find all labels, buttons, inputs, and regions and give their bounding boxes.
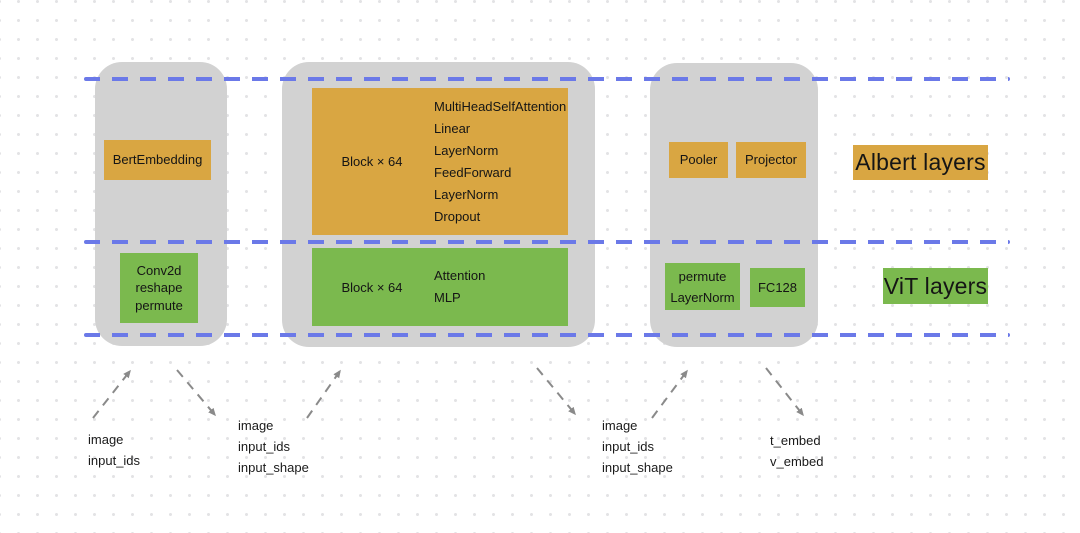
vit-layer-1: Attention [434,268,486,283]
vit-layers-legend: ViT layers [883,268,988,304]
io-label-encoder-inputs: image input_ids input_shape [238,415,309,478]
permute-line: permute [678,268,727,284]
albert-layer-1: MultiHeadSelfAttention [434,98,567,114]
arrow-inputs-to-head-stage [651,369,688,419]
vit-block-repeat-label: Block × 64 [341,279,403,295]
io-label-output-embeds: t_embed v_embed [770,430,823,472]
permute-layernorm-box: permute LayerNorm [665,263,740,310]
io3-line-1: image [602,418,638,433]
conv-line-3: permute [135,297,183,313]
projector-label: Projector [744,152,798,168]
albert-vit-divider-dashed-line [84,240,1010,244]
albert-block-layer-list: MultiHeadSelfAttention Linear LayerNorm … [434,96,566,228]
layernorm-line: LayerNorm [670,289,735,305]
io3-line-3: input_shape [602,460,673,475]
io2-line-1: image [238,418,274,433]
vit-layers-legend-label: ViT layers [883,272,988,299]
pooler-label: Pooler [679,152,718,168]
albert-layer-2: Linear [434,120,471,136]
io-label-head-inputs: image input_ids input_shape [602,415,673,478]
bert-embedding-label: BertEmbedding [112,152,203,168]
io2-line-2: input_ids [238,439,291,454]
arrow-inputs-to-encoder-stage [306,369,341,419]
conv2d-reshape-permute-box: Conv2d reshape permute [120,253,198,323]
vit-block-layer-list: Attention MLP [434,265,485,309]
projector-box: Projector [736,142,806,178]
io1-line-1: image [88,432,124,447]
io4-line-1: t_embed [770,433,821,448]
io3-line-2: input_ids [602,439,655,454]
vit-band-bottom-dashed-line [84,333,1010,337]
fc128-label: FC128 [757,279,798,295]
albert-layer-5: LayerNorm [434,186,499,202]
fc128-box: FC128 [750,268,805,307]
arrow-head-stage-to-embeds [765,367,804,417]
conv-line-2: reshape [135,280,183,296]
albert-layers-legend: Albert layers [853,145,988,180]
io2-line-3: input_shape [238,460,309,475]
albert-layer-3: LayerNorm [434,142,499,158]
arrow-encoder-stage-to-inputs [536,367,576,416]
arrow-embedding-stage-to-inputs [176,369,216,417]
vit-encoder-block-box: Block × 64 Attention MLP [312,248,568,326]
io1-line-2: input_ids [88,453,141,468]
albert-layer-6: Dropout [434,208,481,224]
io-label-embedding-inputs: image input_ids [88,429,140,471]
arrow-inputs-to-embedding-stage [92,369,131,419]
albert-encoder-block-box: Block × 64 MultiHeadSelfAttention Linear… [312,88,568,235]
albert-block-repeat-label: Block × 64 [341,154,403,169]
io4-line-2: v_embed [770,454,824,469]
pooler-box: Pooler [669,142,728,178]
albert-band-top-dashed-line [84,77,1010,81]
albert-layers-legend-label: Albert layers [855,149,986,175]
albert-layer-4: FeedForward [434,164,512,180]
vit-layer-2: MLP [434,290,461,305]
bert-embedding-box: BertEmbedding [104,140,211,180]
conv-line-1: Conv2d [136,262,182,278]
